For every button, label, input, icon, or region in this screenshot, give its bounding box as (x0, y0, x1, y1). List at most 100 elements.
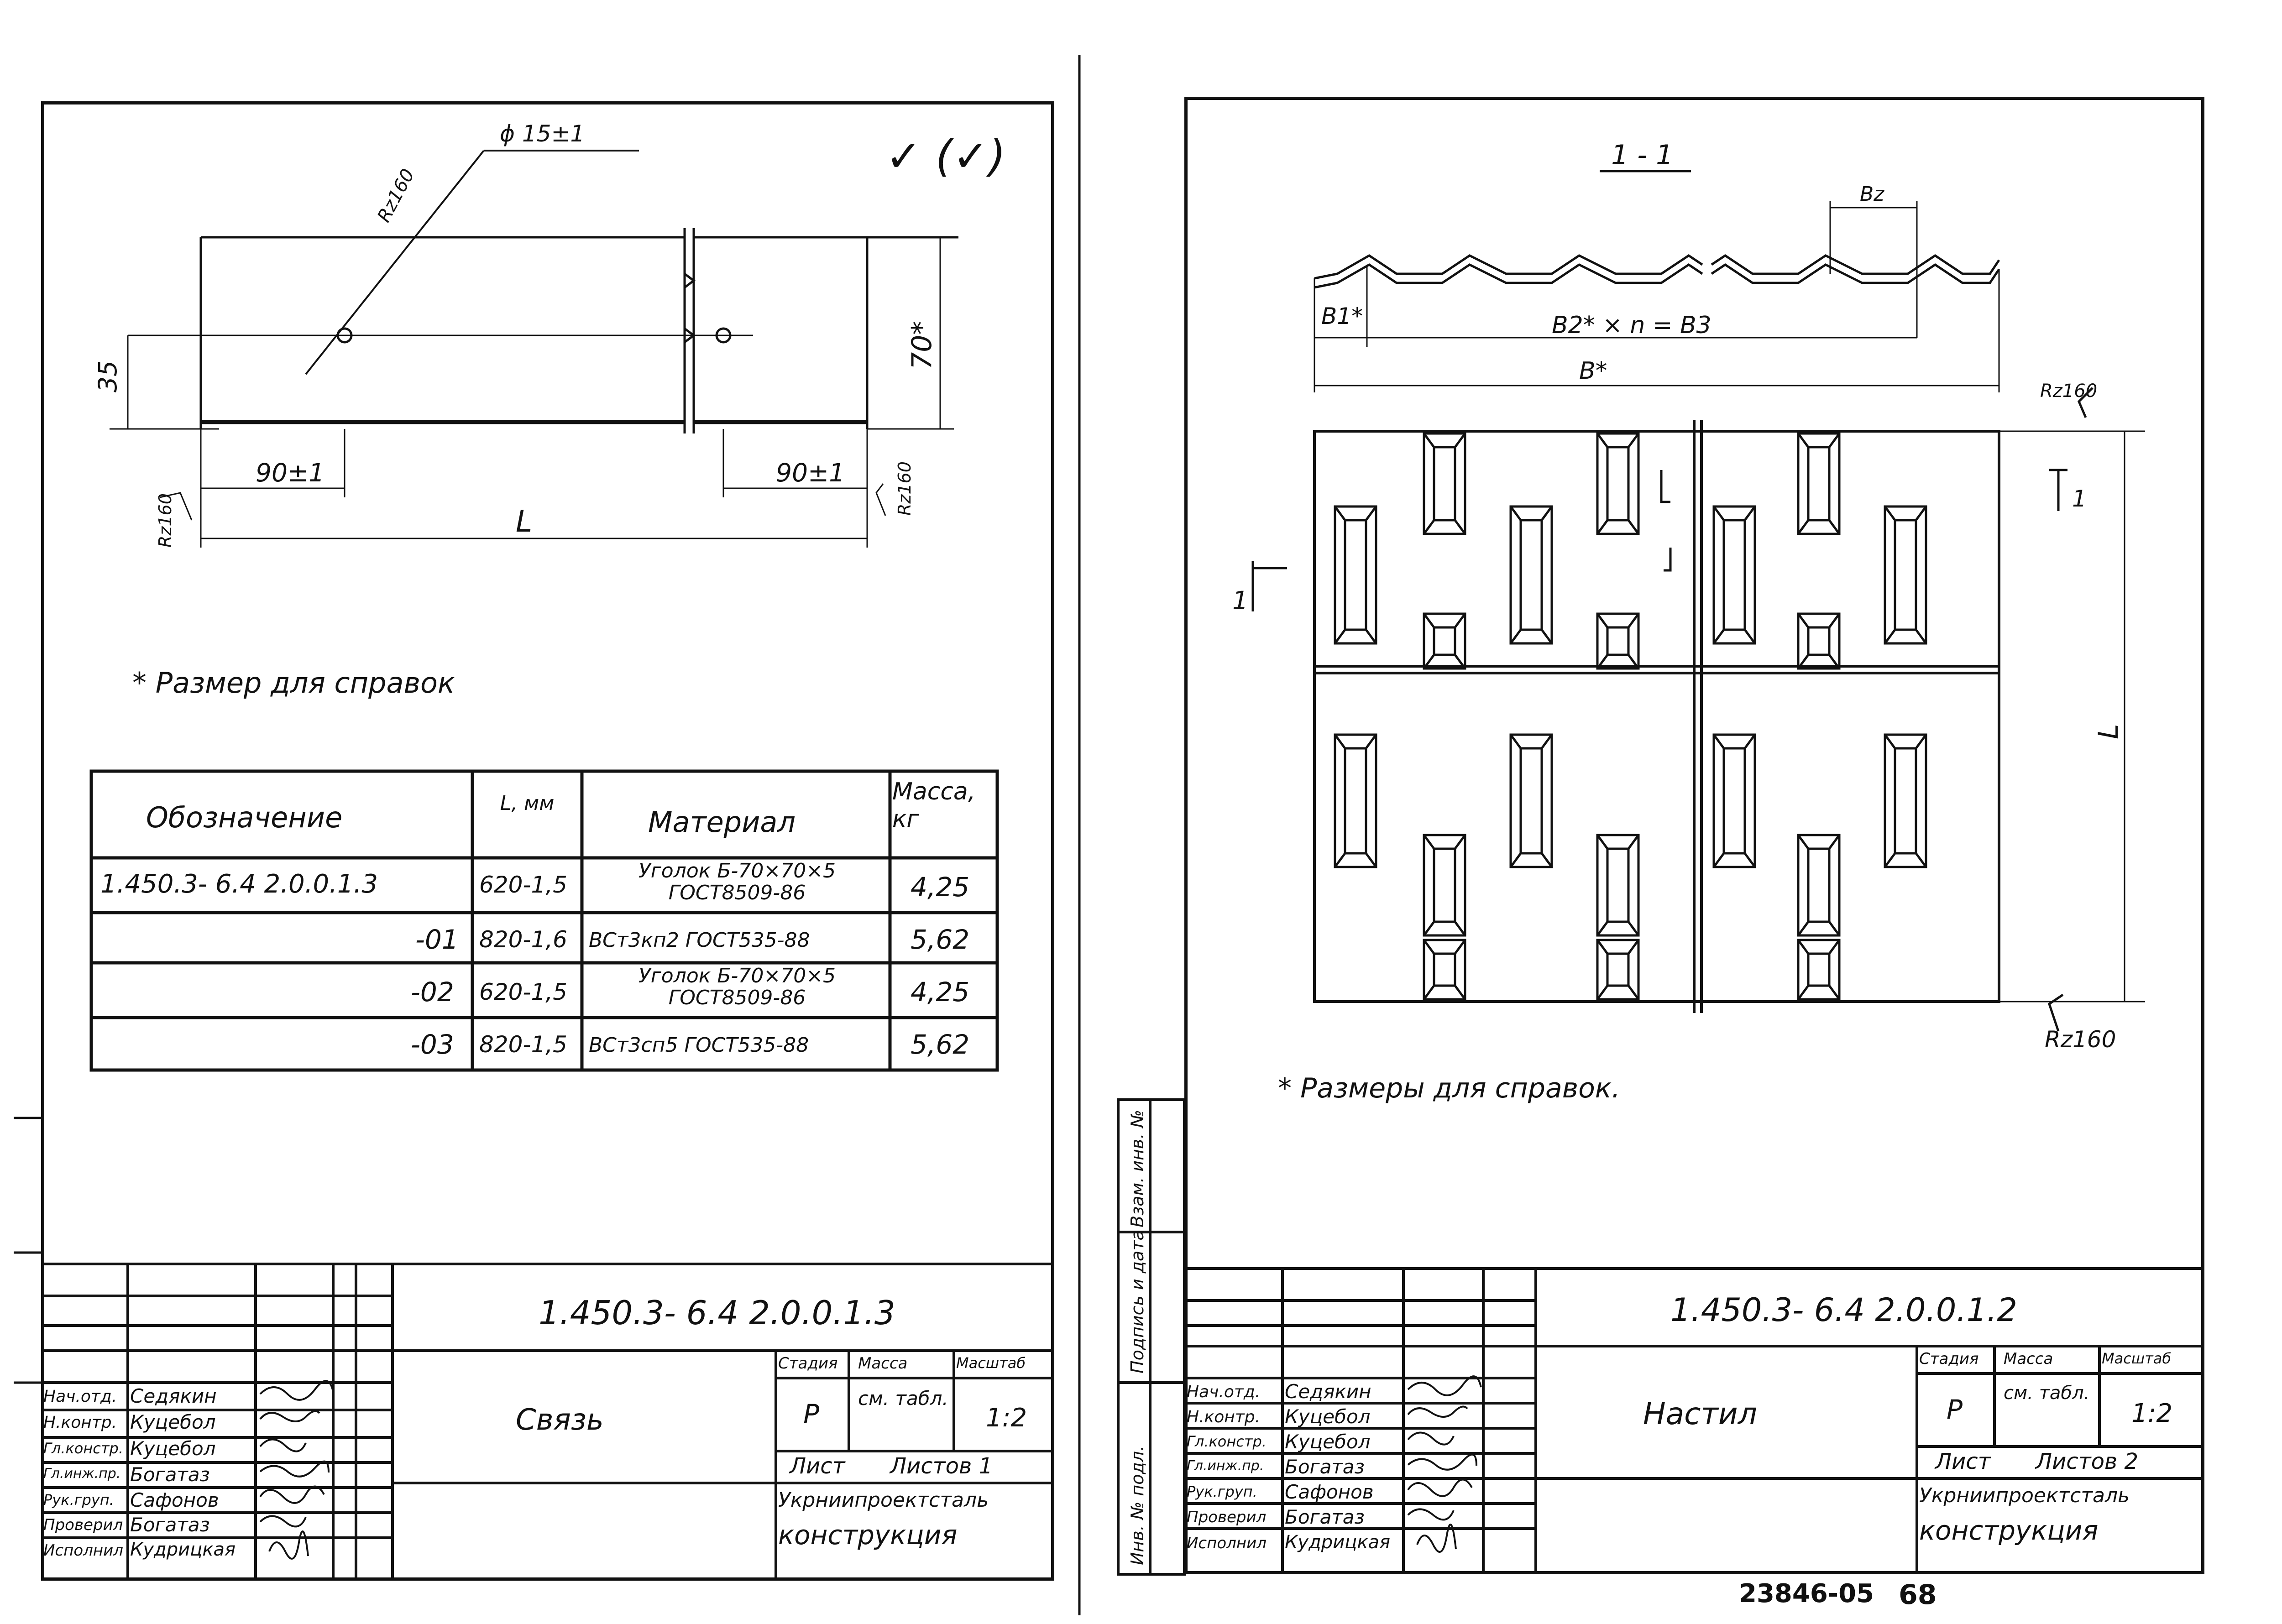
right-mass-value: см. табл. (2004, 1383, 2090, 1404)
right-person-7-name: Кудрицкая (1285, 1532, 1391, 1553)
dimple-edge (1540, 852, 1553, 868)
table-row-4-designation: -03 (411, 1029, 454, 1060)
dimple (1334, 505, 1377, 645)
right-person-2-name: Куцебол (1285, 1405, 1371, 1428)
dimple-edge (1712, 629, 1725, 644)
roughness-right-label: Rz160 (895, 461, 915, 516)
dimple-inner (1519, 519, 1543, 631)
dimple-edge (1797, 433, 1810, 448)
dimple-edge (1365, 734, 1377, 749)
dimple-inner (1807, 952, 1831, 987)
dimple (1596, 939, 1640, 1001)
left-person-5-role: Рук.груп. (43, 1491, 114, 1509)
dim-90-right-label: 90±1 (776, 458, 845, 487)
table-row-4-material: ВСт3сп5 ГОСТ535-88 (589, 1034, 809, 1057)
dimple-edge (1627, 985, 1640, 1000)
left-drawing-sheet (41, 101, 1054, 1581)
dimple-edge (1423, 613, 1435, 628)
dimple-edge (1596, 985, 1609, 1000)
roughness-left-label: Rz160 (155, 493, 175, 548)
dimple-edge (1365, 852, 1377, 868)
dimple (1423, 834, 1466, 937)
dimple-edge (1743, 852, 1756, 868)
dim-70-label: 70* (906, 321, 938, 370)
table-header-designation: Обозначение (146, 801, 343, 834)
right-reference-note: * Размеры для справок. (1278, 1072, 1621, 1104)
dimple-inner (1722, 519, 1746, 631)
left-scale-header: Масштаб (956, 1354, 1026, 1372)
dimple (1797, 612, 1841, 670)
dimple-edge (1743, 734, 1756, 749)
dimple (1334, 733, 1377, 868)
dim-Bz-label: Вz (1860, 183, 1884, 206)
dim-B1-label: В1* (1321, 303, 1363, 329)
left-reference-note: * Размер для справок (132, 666, 455, 700)
dimple (1509, 733, 1553, 868)
dimple-inner (1894, 519, 1917, 631)
dimple (1884, 505, 1927, 645)
left-person-1-name: Седякин (130, 1385, 217, 1407)
right-person-3-name: Куцебол (1285, 1431, 1371, 1453)
dimple-inner (1606, 446, 1630, 522)
dimple-edge (1712, 734, 1725, 749)
left-person-2-name: Куцебол (130, 1411, 216, 1433)
dimple (1797, 432, 1841, 535)
dim-length-label: L (516, 505, 532, 539)
dimple-edge (1509, 852, 1522, 868)
left-mass-value: см. табл. (858, 1387, 948, 1410)
dimple-inner (1606, 952, 1630, 987)
dimple (1596, 432, 1640, 535)
dimple-inner (1807, 626, 1831, 656)
dimple-edge (1627, 939, 1640, 955)
right-sheets-header: Листов 2 (2036, 1449, 2139, 1474)
right-organization-2: конструкция (1919, 1515, 2099, 1546)
table-row-4-length: 820-1,5 (479, 1031, 567, 1058)
dimple-inner (1344, 747, 1367, 855)
dimple-inner (1344, 519, 1367, 631)
right-person-5-name: Сафонов (1285, 1481, 1374, 1503)
right-stage-header: Стадия (1919, 1350, 1979, 1368)
left-stage-value: Р (803, 1399, 819, 1430)
dimple (1596, 834, 1640, 937)
right-sheet-header: Лист (1935, 1449, 1991, 1474)
dimple-edge (1509, 629, 1522, 644)
dimple-inner (1807, 446, 1831, 522)
dimple-edge (1454, 433, 1466, 448)
dimple-edge (1540, 506, 1553, 521)
dimple-edge (1884, 734, 1896, 749)
left-stage-header: Стадия (778, 1354, 838, 1373)
left-drawing-name: Связь (516, 1403, 604, 1437)
check-marks: ✓ (✓) (885, 131, 1006, 182)
right-person-4-name: Богатаз (1285, 1456, 1365, 1478)
dimple-edge (1884, 506, 1896, 521)
left-organization-1: Укрниипроектсталь (778, 1488, 989, 1512)
table-row-3-designation: -02 (411, 976, 454, 1008)
dimple-edge (1797, 654, 1810, 669)
side-strip-label-1: Инв. № подл. (1127, 1446, 1147, 1565)
hole-diameter-label: ϕ 15±1 (500, 120, 585, 147)
dimple-edge (1596, 939, 1609, 955)
dimple (1797, 834, 1841, 937)
dimple-edge (1454, 939, 1466, 955)
dimple-edge (1596, 519, 1609, 535)
dimple-edge (1596, 613, 1609, 628)
dimple-edge (1743, 506, 1756, 521)
right-person-6-role: Проверил (1187, 1508, 1267, 1526)
dimple-edge (1627, 613, 1640, 628)
dimple-edge (1454, 519, 1466, 535)
dimple-edge (1884, 852, 1896, 868)
dim-B-label: В* (1579, 357, 1607, 385)
dimple-edge (1828, 433, 1841, 448)
dimple-edge (1334, 852, 1346, 868)
side-strip-label-3: Взам. инв. № (1127, 1110, 1147, 1227)
dimple-edge (1540, 734, 1553, 749)
dim-90-left-label: 90±1 (256, 458, 325, 487)
dimple-edge (1828, 613, 1841, 628)
table-row-1-material: Уголок Б-70×70×5 ГОСТ8509-86 (638, 859, 836, 905)
dimple-edge (1828, 939, 1841, 955)
dimple-edge (1596, 834, 1609, 850)
dimple-edge (1365, 629, 1377, 644)
